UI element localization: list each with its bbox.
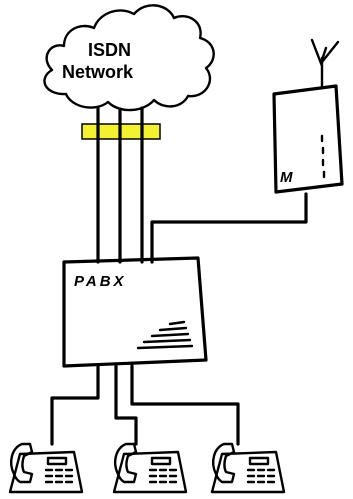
modem-device: M [274, 40, 342, 192]
pabx-vent-lines [138, 322, 192, 348]
network-label-line1: ISDN [88, 40, 131, 60]
network-label-line2: Network [62, 62, 134, 82]
modem-connection-line [152, 194, 306, 262]
modem-indicator-lights [322, 136, 324, 177]
extension-lines [52, 366, 238, 444]
isdn-network-cloud: ISDN Network [44, 5, 213, 110]
telephone-icon [114, 444, 186, 492]
pabx-device: PABX [64, 258, 206, 366]
telephone-icon [212, 444, 284, 492]
modem-label: M [280, 169, 293, 186]
pabx-label: PABX [74, 273, 127, 290]
telephone-icon [10, 444, 82, 492]
